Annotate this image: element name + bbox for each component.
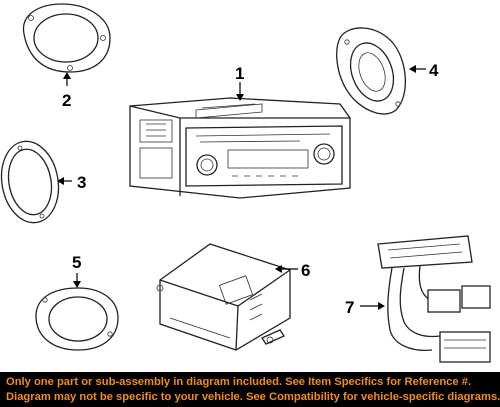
speaker-assembly — [336, 27, 407, 115]
callout-3: 3 — [57, 173, 86, 192]
speaker-gasket-oval — [0, 140, 60, 224]
radio-head-unit — [129, 97, 351, 199]
svg-text:2: 2 — [62, 91, 71, 110]
callout-1: 1 — [235, 64, 244, 101]
speaker-gasket-round-lower — [35, 287, 119, 351]
svg-text:4: 4 — [429, 61, 439, 80]
disclaimer-banner: Only one part or sub-assembly in diagram… — [0, 372, 500, 407]
svg-text:7: 7 — [345, 298, 354, 317]
disclaimer-line-1: Only one part or sub-assembly in diagram… — [6, 376, 472, 388]
wiring-harness — [377, 235, 491, 363]
svg-text:1: 1 — [235, 64, 244, 83]
speaker-gasket-round-upper — [22, 3, 111, 73]
svg-text:3: 3 — [77, 173, 86, 192]
svg-text:5: 5 — [72, 253, 81, 272]
callout-5: 5 — [72, 253, 81, 288]
callout-2: 2 — [62, 72, 71, 110]
callout-7: 7 — [345, 298, 385, 317]
svg-text:6: 6 — [301, 261, 310, 280]
parts-diagram: 2 3 5 — [0, 3, 491, 363]
callout-6: 6 — [275, 261, 310, 280]
amplifier-module — [156, 243, 291, 351]
disclaimer-line-2: Diagram may not be specific to your vehi… — [6, 391, 500, 403]
callout-4: 4 — [409, 61, 439, 80]
